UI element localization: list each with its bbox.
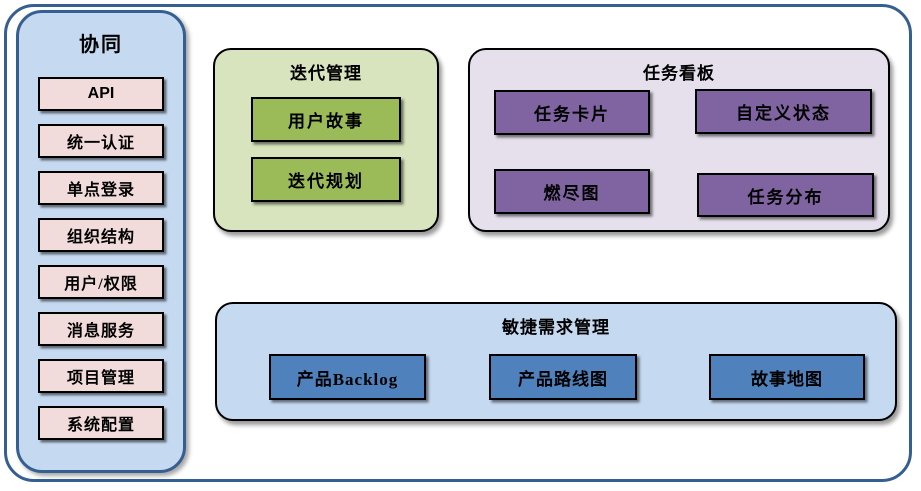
card-label: 故事地图 — [751, 369, 823, 389]
sidebar-item-system-config: 系统配置 — [38, 406, 164, 440]
sidebar-item-single-sign-on: 单点登录 — [38, 171, 164, 205]
sidebar-item-org-structure: 组织结构 — [38, 218, 164, 252]
sidebar-item-unified-auth: 统一认证 — [38, 124, 164, 158]
sidebar-item-project-management: 项目管理 — [38, 359, 164, 393]
sidebar-item-label: 系统配置 — [66, 417, 135, 434]
card-custom-status: 自定义状态 — [695, 89, 872, 134]
sidebar-item-label: 消息服务 — [66, 323, 135, 340]
sidebar-item-user-permissions: 用户/权限 — [38, 265, 164, 299]
card-task-card: 任务卡片 — [494, 90, 650, 135]
sidebar-item-label: 组织结构 — [66, 229, 135, 246]
panel-agile-requirements: 敏捷需求管理 产品Backlog 产品路线图 故事地图 — [215, 302, 897, 421]
panel-collaboration-title: 协同 — [79, 34, 123, 56]
card-label: 用户故事 — [288, 112, 364, 131]
panel-task-board-title: 任务看板 — [643, 64, 715, 83]
card-burndown-chart: 燃尽图 — [494, 169, 650, 214]
card-product-backlog: 产品Backlog — [269, 354, 426, 400]
sidebar-item-api: API — [38, 77, 164, 111]
card-label: 产品路线图 — [518, 369, 608, 389]
panel-collaboration: 协同 API 统一认证 单点登录 组织结构 用户/权限 消息服务 项目管理 系统… — [16, 10, 186, 473]
panel-task-board: 任务看板 任务卡片 自定义状态 燃尽图 任务分布 — [468, 48, 890, 232]
card-iteration-planning: 迭代规划 — [251, 157, 401, 202]
card-product-roadmap: 产品路线图 — [489, 354, 637, 400]
sidebar-item-label: 单点登录 — [66, 182, 135, 199]
sidebar-item-label: 统一认证 — [66, 135, 135, 152]
iteration-item-list: 用户故事 迭代规划 — [215, 97, 437, 202]
sidebar-item-label: API — [87, 85, 115, 102]
card-label: 任务分布 — [747, 187, 824, 207]
card-story-map: 故事地图 — [709, 354, 865, 400]
card-label: 自定义状态 — [736, 104, 831, 123]
card-label: 任务卡片 — [534, 105, 610, 124]
collaboration-item-list: API 统一认证 单点登录 组织结构 用户/权限 消息服务 项目管理 系统配置 — [19, 77, 183, 440]
sidebar-item-label: 用户/权限 — [64, 276, 138, 293]
card-label: 产品Backlog — [296, 369, 399, 389]
card-label: 燃尽图 — [543, 184, 601, 203]
panel-iteration-management: 迭代管理 用户故事 迭代规划 — [213, 48, 439, 232]
sidebar-item-label: 项目管理 — [66, 370, 135, 387]
sidebar-item-message-service: 消息服务 — [38, 312, 164, 346]
card-task-distribution: 任务分布 — [697, 173, 874, 217]
panel-iteration-management-title: 迭代管理 — [290, 64, 362, 83]
panel-agile-requirements-title: 敏捷需求管理 — [502, 318, 610, 337]
card-label: 迭代规划 — [288, 172, 364, 191]
card-user-story: 用户故事 — [251, 97, 401, 142]
